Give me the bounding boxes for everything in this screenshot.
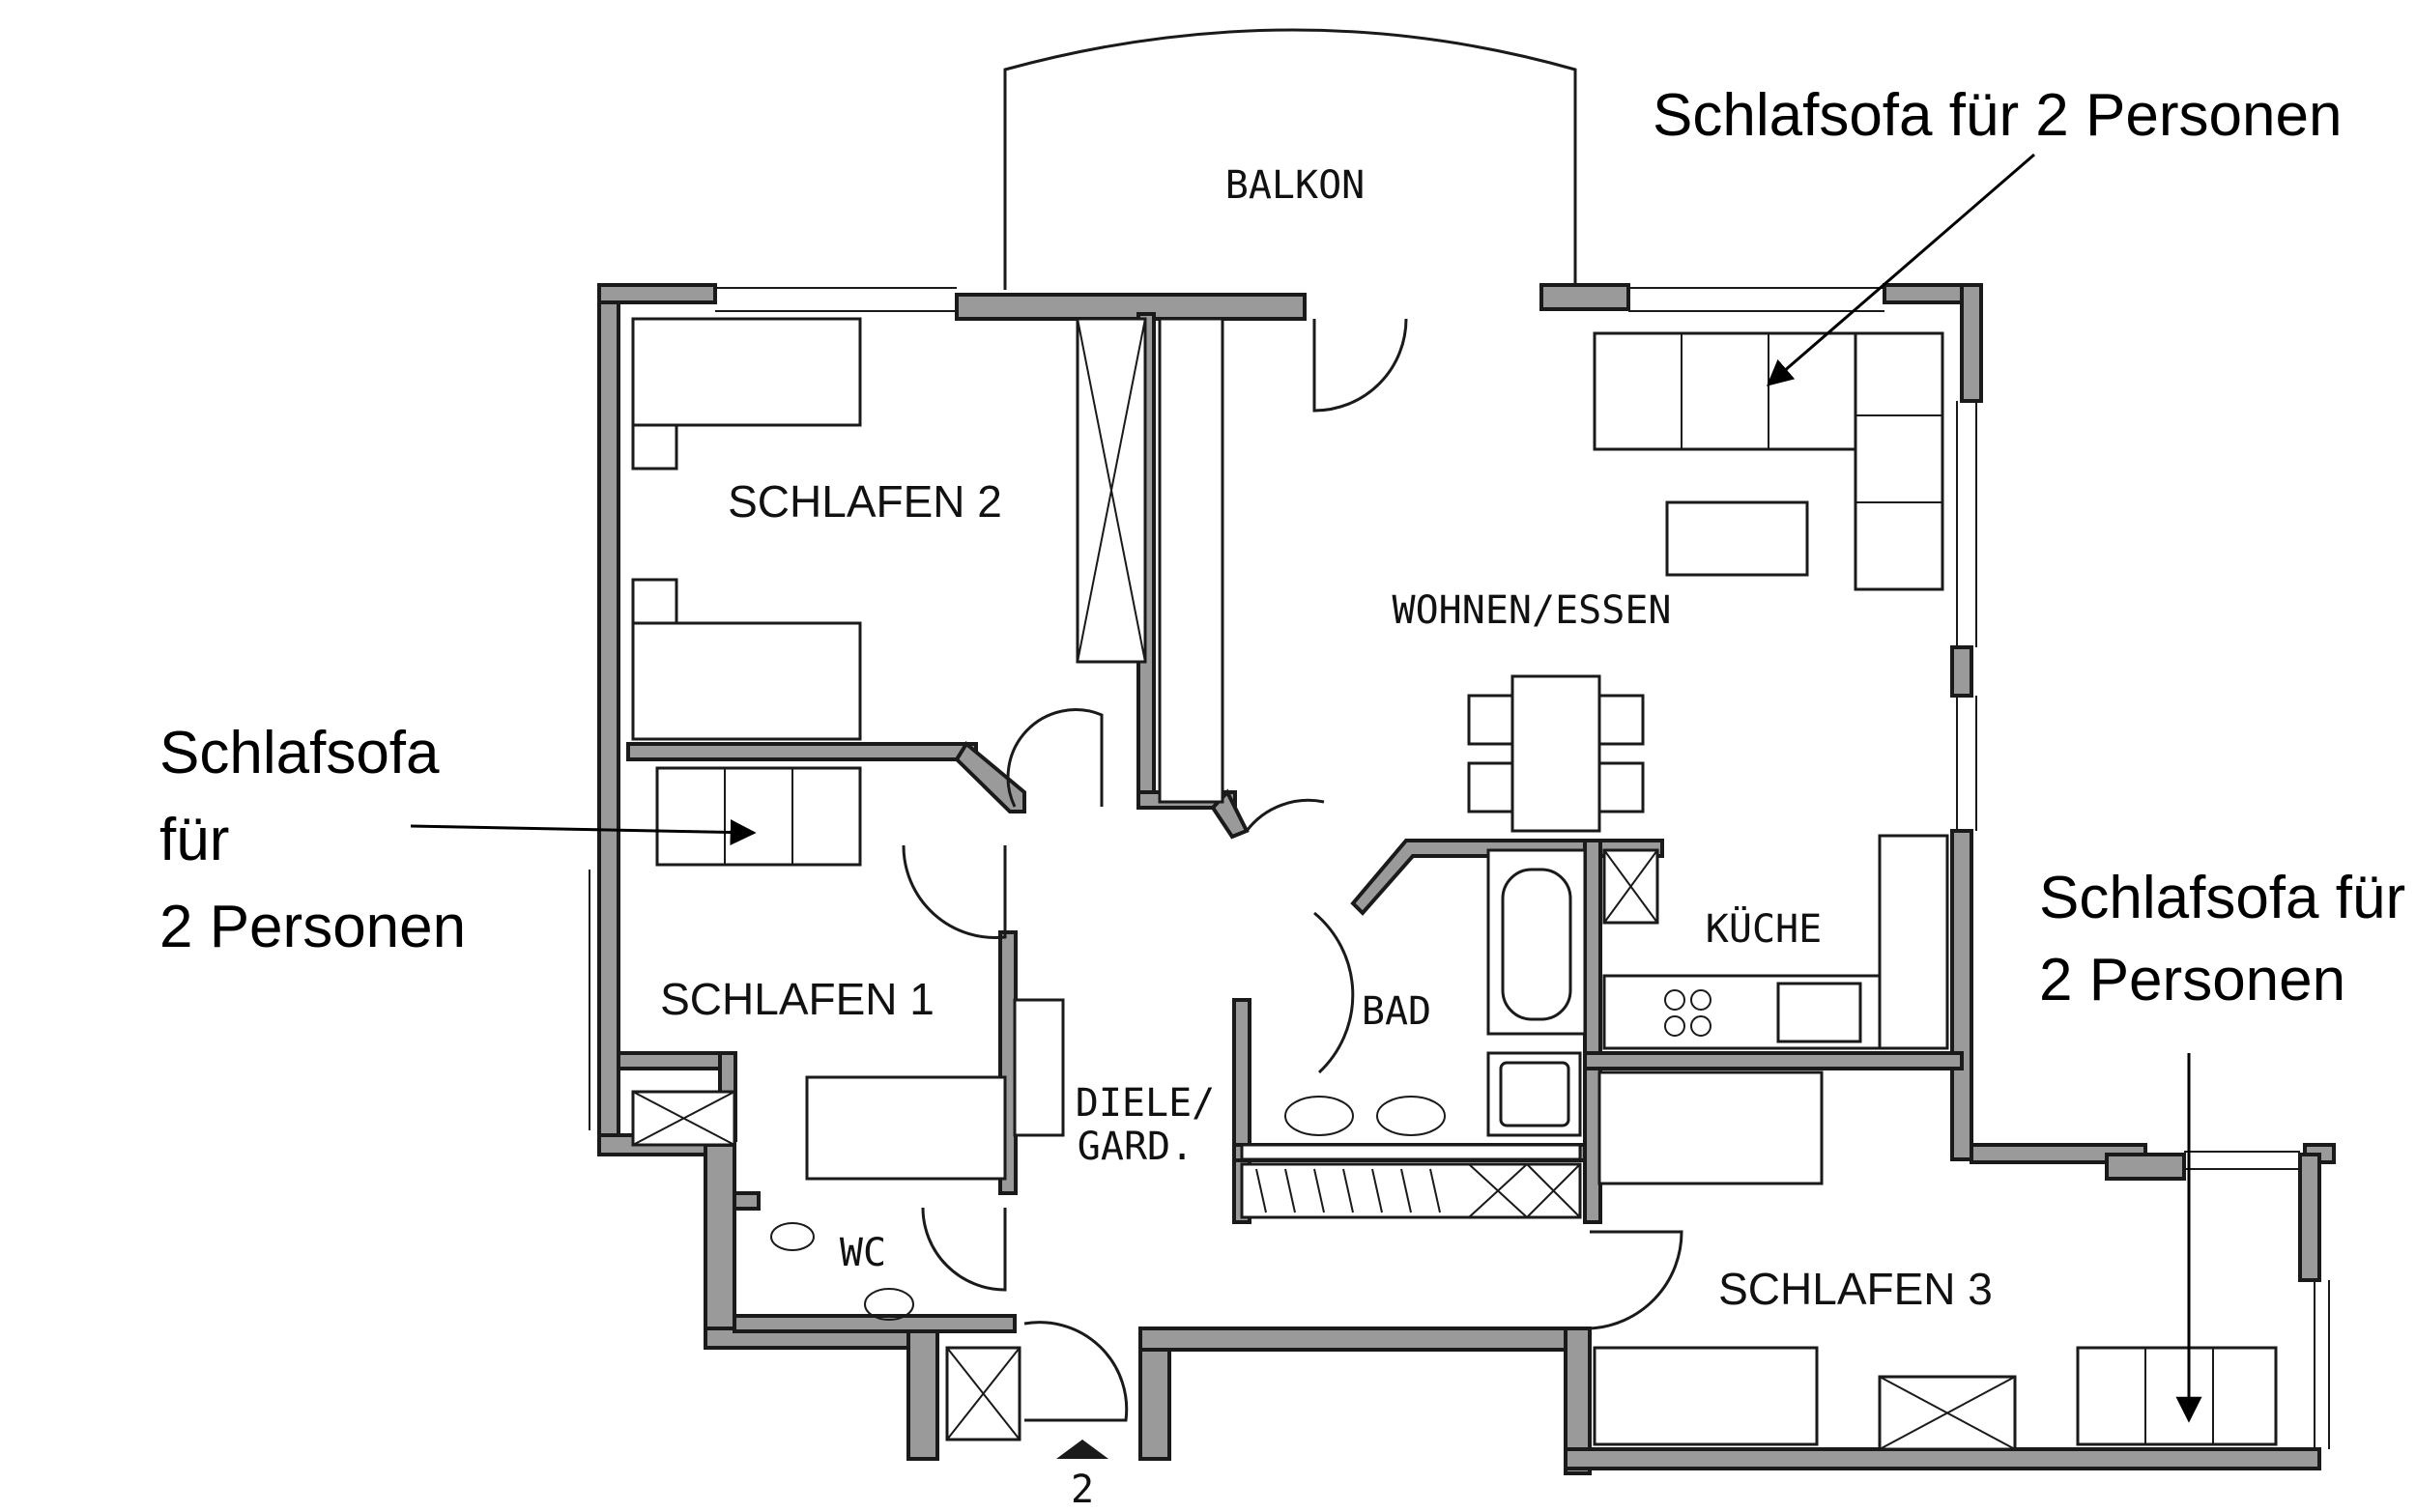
annotation-left-line1: Schlafsofa: [159, 720, 440, 786]
outer-walls: [597, 283, 2336, 1475]
label-schlafen-3: SCHLAFEN 3: [1718, 1264, 1993, 1314]
annotation-top-right: Schlafsofa für 2 Personen: [1653, 82, 2342, 149]
doors: [902, 318, 1683, 1422]
label-bad: BAD: [1362, 989, 1431, 1034]
schlafen1-furniture: [631, 766, 1065, 1181]
balcony: [1003, 28, 1577, 290]
label-schlafen-1: SCHLAFEN 1: [660, 974, 935, 1024]
arrow-top-right: [1766, 153, 2035, 386]
annotation-left-line3: 2 Personen: [159, 894, 466, 960]
label-balkon: BALKON: [1225, 163, 1366, 208]
arrow-left: [410, 819, 757, 846]
wc-furniture: [770, 1222, 1021, 1441]
label-wohnen-essen: WOHNEN/ESSEN: [1393, 588, 1672, 633]
kitchen-furniture: [1602, 834, 1949, 1050]
bathroom-furniture: [1240, 848, 1587, 1219]
label-entrance-number: 2: [1071, 1468, 1094, 1512]
label-diele-line1: DIELE/: [1076, 1081, 1216, 1126]
label-schlafen-2: SCHLAFEN 2: [728, 476, 1002, 527]
wohnen-furniture: [1467, 331, 1944, 833]
windows: [589, 287, 2330, 1449]
wardrobe-x: [1076, 317, 1224, 804]
annotation-right-line2: 2 Personen: [2039, 947, 2345, 1013]
entrance-triangle-icon: [1056, 1440, 1108, 1459]
label-diele-line2: GARD.: [1078, 1125, 1194, 1169]
label-wc: WC: [840, 1231, 886, 1275]
schlafen3-furniture: [1593, 1070, 2278, 1451]
annotation-right-line1: Schlafsofa für: [2039, 865, 2405, 931]
annotation-left-line2: für: [159, 807, 229, 873]
schlafen2-furniture: [631, 317, 862, 741]
label-kueche: KÜCHE: [1706, 905, 1822, 952]
